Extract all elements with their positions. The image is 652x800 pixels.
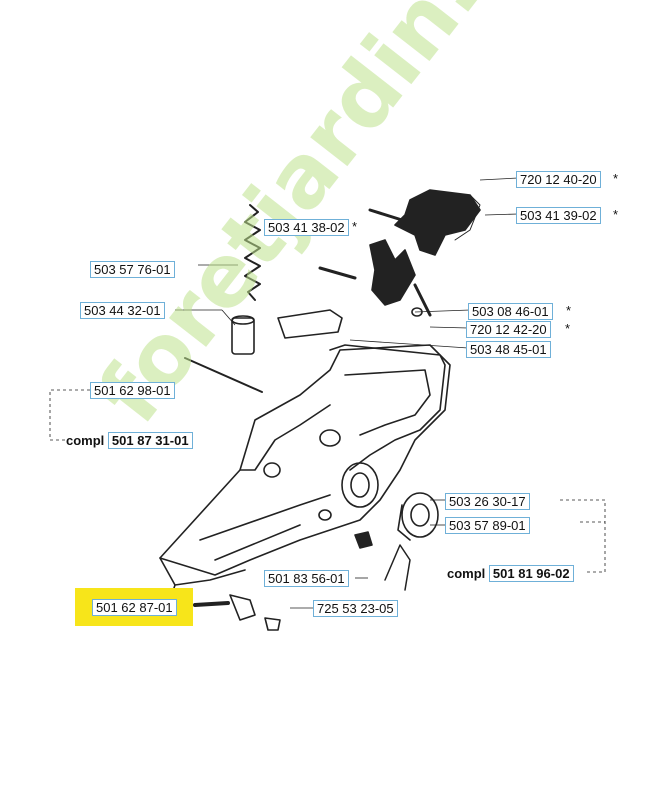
part-star-4: * [566, 303, 572, 318]
part-label-503-44-32-01[interactable]: 503 44 32-01 [80, 302, 165, 319]
pin-lower [318, 266, 357, 280]
starter-pulley [401, 492, 439, 538]
trigger-lockout [369, 239, 416, 306]
compl-kit-2[interactable]: compl 501 81 96-02 [447, 565, 574, 582]
part-label-503-57-76-01[interactable]: 503 57 76-01 [90, 261, 175, 278]
part-label-503-08-46-01[interactable]: 503 08 46-01 [468, 303, 553, 320]
part-star-3: * [352, 219, 358, 234]
part-label-501-62-87-01[interactable]: 501 62 87-01 [92, 599, 177, 616]
part-label-720-12-40-20[interactable]: 720 12 40-20 [516, 171, 601, 188]
part-label-503-41-38-02[interactable]: 503 41 38-02 [264, 219, 349, 236]
handle-loop [329, 344, 446, 471]
part-label-503-26-30-17[interactable]: 503 26 30-17 [445, 493, 530, 510]
compl-kit-1[interactable]: compl 501 87 31-01 [66, 432, 193, 449]
part-label-503-41-39-02[interactable]: 503 41 39-02 [516, 207, 601, 224]
part-label-503-57-89-01[interactable]: 503 57 89-01 [445, 517, 530, 534]
compl-label: compl [447, 566, 486, 581]
spring [244, 204, 261, 301]
cylinder-bore [341, 462, 379, 508]
bolt [354, 531, 373, 549]
trigger [394, 189, 481, 256]
part-label-501-62-98-01[interactable]: 501 62 98-01 [90, 382, 175, 399]
compl-kit-number-2[interactable]: 501 81 96-02 [488, 565, 574, 582]
part-label-503-48-45-01[interactable]: 503 48 45-01 [466, 341, 551, 358]
part-star-5: * [565, 321, 571, 336]
part-star-1: * [613, 171, 619, 186]
pin-upper [368, 208, 404, 222]
tube-part [277, 309, 343, 339]
part-label-725-53-23-05[interactable]: 725 53 23-05 [313, 600, 398, 617]
part-star-2: * [613, 207, 619, 222]
part-label-501-83-56-01[interactable]: 501 83 56-01 [264, 570, 349, 587]
compl-kit-number-1[interactable]: 501 87 31-01 [107, 432, 193, 449]
av-element [231, 317, 255, 355]
compl-label: compl [66, 433, 105, 448]
crankcase-body [159, 344, 451, 576]
part-label-720-12-42-20[interactable]: 720 12 42-20 [466, 321, 551, 338]
